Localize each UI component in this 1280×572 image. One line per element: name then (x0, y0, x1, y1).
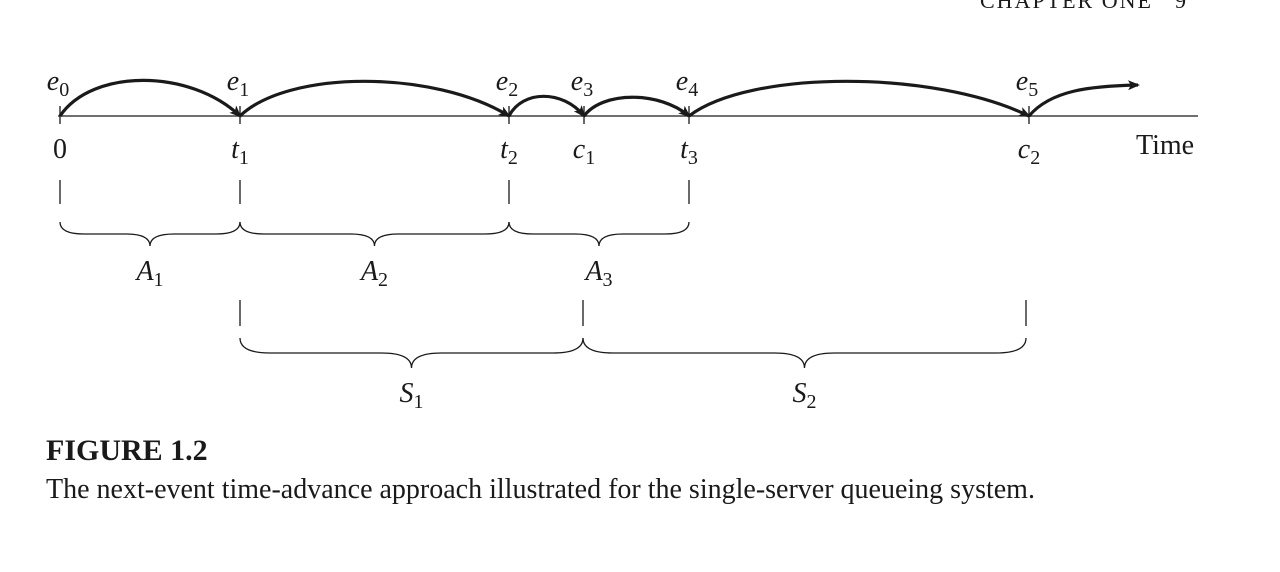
0-tick-label: 0 (53, 134, 67, 165)
brace-A3 (508, 221, 690, 247)
t2-tick-label: t2 (500, 134, 518, 169)
A2-label: A2 (359, 256, 388, 291)
service-braces: S1 S2 (239, 300, 1027, 413)
event-arc-e5 (1027, 80, 1140, 118)
e5-label: e5 (1016, 66, 1038, 101)
e4-label: e4 (676, 66, 698, 101)
S1-label: S1 (400, 378, 424, 413)
c1-tick-label: c1 (573, 134, 595, 169)
event-arc-e2 (507, 94, 586, 118)
e1-label: e1 (227, 66, 249, 101)
A1-label: A1 (134, 256, 163, 291)
event-arc-e4 (688, 79, 1031, 118)
event-arc-e3 (582, 95, 691, 118)
brace-S1 (239, 337, 584, 369)
e2-label: e2 (496, 66, 518, 101)
brace-A1 (59, 221, 241, 247)
A3-label: A3 (583, 256, 612, 291)
figure-title: FIGURE 1.2 (46, 434, 208, 467)
page-number: 9 (1174, 0, 1188, 13)
running-head-title: CHAPTER ONE (980, 0, 1153, 13)
interarrival-braces: A1 A2 A3 (59, 180, 690, 291)
t3-tick-label: t3 (680, 134, 698, 169)
time-axis-label: Time (1136, 130, 1194, 161)
t1-tick-label: t1 (231, 134, 249, 169)
event-arcs (58, 78, 1140, 118)
brace-S2 (582, 337, 1027, 369)
event-labels: e0 e1 e2 e3 e4 e5 (47, 66, 1038, 101)
brace-A2 (239, 221, 510, 247)
e3-label: e3 (571, 66, 593, 101)
figure-caption: The next-event time-advance approach ill… (46, 474, 1035, 505)
axis-ticks (59, 106, 1030, 124)
tick-labels: 0 t1 t2 c1 t3 c2 (53, 134, 1040, 169)
event-arc-e0 (58, 78, 242, 118)
event-arc-e1 (238, 79, 511, 118)
c2-tick-label: c2 (1018, 134, 1040, 169)
e0-label: e0 (47, 66, 69, 101)
running-head: CHAPTER ONE 9 (980, 0, 1188, 14)
S2-label: S2 (793, 378, 817, 413)
